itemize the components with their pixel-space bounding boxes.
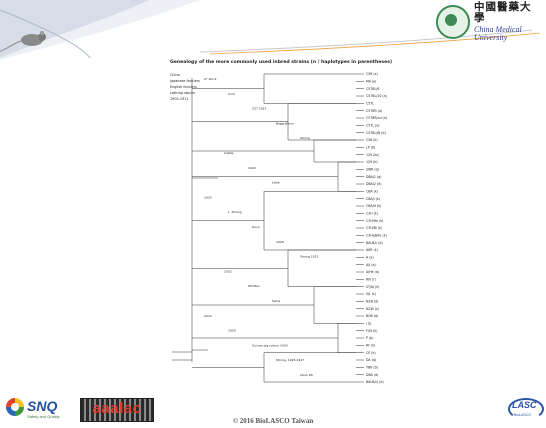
origin-label: China	[170, 73, 180, 77]
snq-logo-text: SNQ	[27, 398, 58, 414]
stock-note: Guinea pig colony 1930	[252, 343, 288, 347]
strain-label: C57BL/6	[366, 87, 379, 91]
strain-label: C57BL/6J (b)	[366, 131, 386, 135]
mouse-icon	[0, 31, 46, 52]
strain-label: CBA/J (k)	[366, 197, 380, 201]
strain-label: C58 (a)	[366, 72, 378, 76]
strain-label: A/J (a)	[366, 263, 376, 267]
stock-note: Swiss	[272, 299, 281, 303]
strain-label: YBR (b)	[366, 366, 378, 370]
stock-note: Cold	[228, 92, 235, 96]
strain-genealogy-figure: Genealogy of the more commonly used inbr…	[168, 60, 394, 400]
stock-note: Little	[272, 181, 280, 185]
strain-label: C57BL/10 (a)	[366, 94, 387, 98]
stock-note: A* stock	[204, 77, 217, 81]
strain-label: BALB/cJ (d)	[366, 380, 384, 384]
aaalac-logo-text: aaalac	[92, 400, 142, 417]
strain-label: C57BR (a)	[366, 109, 382, 113]
copyright-text: © 2016 BioLASCO Taiwan	[232, 417, 314, 425]
strain-label: DBA/2 (d)	[366, 182, 381, 186]
biolasco-logo: LASC BioLASCO	[508, 394, 544, 424]
strain-label: NZB (d)	[366, 300, 378, 304]
strain-label: C3H/He (k)	[366, 219, 383, 223]
strain-label: SWR (q)	[366, 168, 379, 172]
stock-note: Bagg albino	[276, 121, 294, 125]
strain-label: 129 (b)	[366, 160, 378, 164]
strain-label: C58 (k)	[366, 138, 378, 142]
strain-label: C57BR/cd (a)	[366, 116, 387, 120]
stock-note: Strong	[300, 136, 310, 140]
strain-label: AKR (k)	[366, 248, 378, 252]
strain-label: CE (k)	[366, 351, 376, 355]
stock-note: Whitten	[248, 284, 260, 288]
university-logo: 中國醫藥大學 China Medical University	[436, 1, 542, 42]
strain-label: C57L	[366, 102, 374, 106]
strain-label: C57L (a)	[366, 124, 380, 128]
strain-label: I (j)	[366, 322, 371, 326]
strain-label: A (a)	[366, 256, 374, 260]
strain-label: F/St (k)	[366, 329, 378, 333]
origin-label: Lathrop stocks	[170, 91, 195, 95]
figure-title: Genealogy of the more commonly used inbr…	[169, 60, 393, 65]
biolasco-logo-subtitle: BioLASCO	[514, 413, 531, 417]
stock-note: Strong 1921	[300, 255, 319, 259]
strain-label: NZW (z)	[366, 307, 379, 311]
strain-label: SJL (s)	[366, 292, 376, 296]
strain-label: RF (k)	[366, 344, 375, 348]
university-seal-icon	[436, 5, 470, 39]
strain-label: C3H (k)	[366, 212, 378, 216]
stock-note: stock ZK	[300, 373, 314, 377]
aaalac-logo: aaalac	[80, 398, 154, 422]
strain-label: RIII (r)	[366, 278, 376, 282]
strain-label: C3H/Bi (k)	[366, 226, 382, 230]
strain-label: LP (b)	[366, 146, 375, 150]
strain-label: A/He (a)	[366, 270, 379, 274]
biolasco-ring-icon	[508, 398, 544, 420]
slide-footer: SNQ Safety and Quality aaalac © 2016 Bio…	[0, 390, 546, 428]
university-name-english: China Medical University	[474, 25, 522, 42]
header-swoosh	[0, 0, 541, 60]
stock-note: Dunn	[252, 225, 260, 229]
stock-note: 1928	[276, 240, 284, 244]
strain-label: ST/bJ (k)	[366, 285, 379, 289]
stock-note: 1922	[224, 269, 232, 273]
strain-label: C3HeB/Fe (k)	[366, 234, 387, 238]
origin-label: 1902-1911	[170, 97, 188, 101]
strain-label: P (p)	[366, 336, 373, 340]
stock-note: Castle	[224, 151, 234, 155]
biolasco-logo-text: LASC	[512, 400, 537, 410]
university-name-chinese: 中國醫藥大學	[474, 1, 532, 24]
strain-label: BALB/c (d)	[366, 241, 383, 245]
strain-label: 129 (bc)	[366, 153, 379, 157]
snq-logo-subtitle: Safety and Quality	[27, 414, 60, 419]
stock-note: 1929	[228, 329, 236, 333]
stock-note: L. Strong	[228, 210, 242, 214]
stock-note: C57 1921	[252, 107, 267, 111]
snq-logo: SNQ Safety and Quality	[6, 398, 72, 422]
strain-label: CBA/H (k)	[366, 204, 381, 208]
strain-label: CBA (k)	[366, 190, 378, 194]
strain-label: BUB (d)	[366, 314, 378, 318]
stock-note: Strong, 1925-1927	[276, 358, 304, 362]
stock-note: stock	[204, 314, 212, 318]
snq-mark-icon	[6, 398, 24, 416]
stock-note: 1920	[248, 166, 256, 170]
strain-label: MA (a)	[366, 80, 376, 84]
strain-label: DBA (d)	[366, 373, 378, 377]
origin-label: English fanciers	[170, 85, 197, 89]
strain-label: DA (q)	[366, 358, 376, 362]
stock-note: 1925	[204, 195, 212, 199]
strain-label: DBA/1 (q)	[366, 175, 381, 179]
origin-label: Japanese fanciers	[169, 79, 200, 83]
